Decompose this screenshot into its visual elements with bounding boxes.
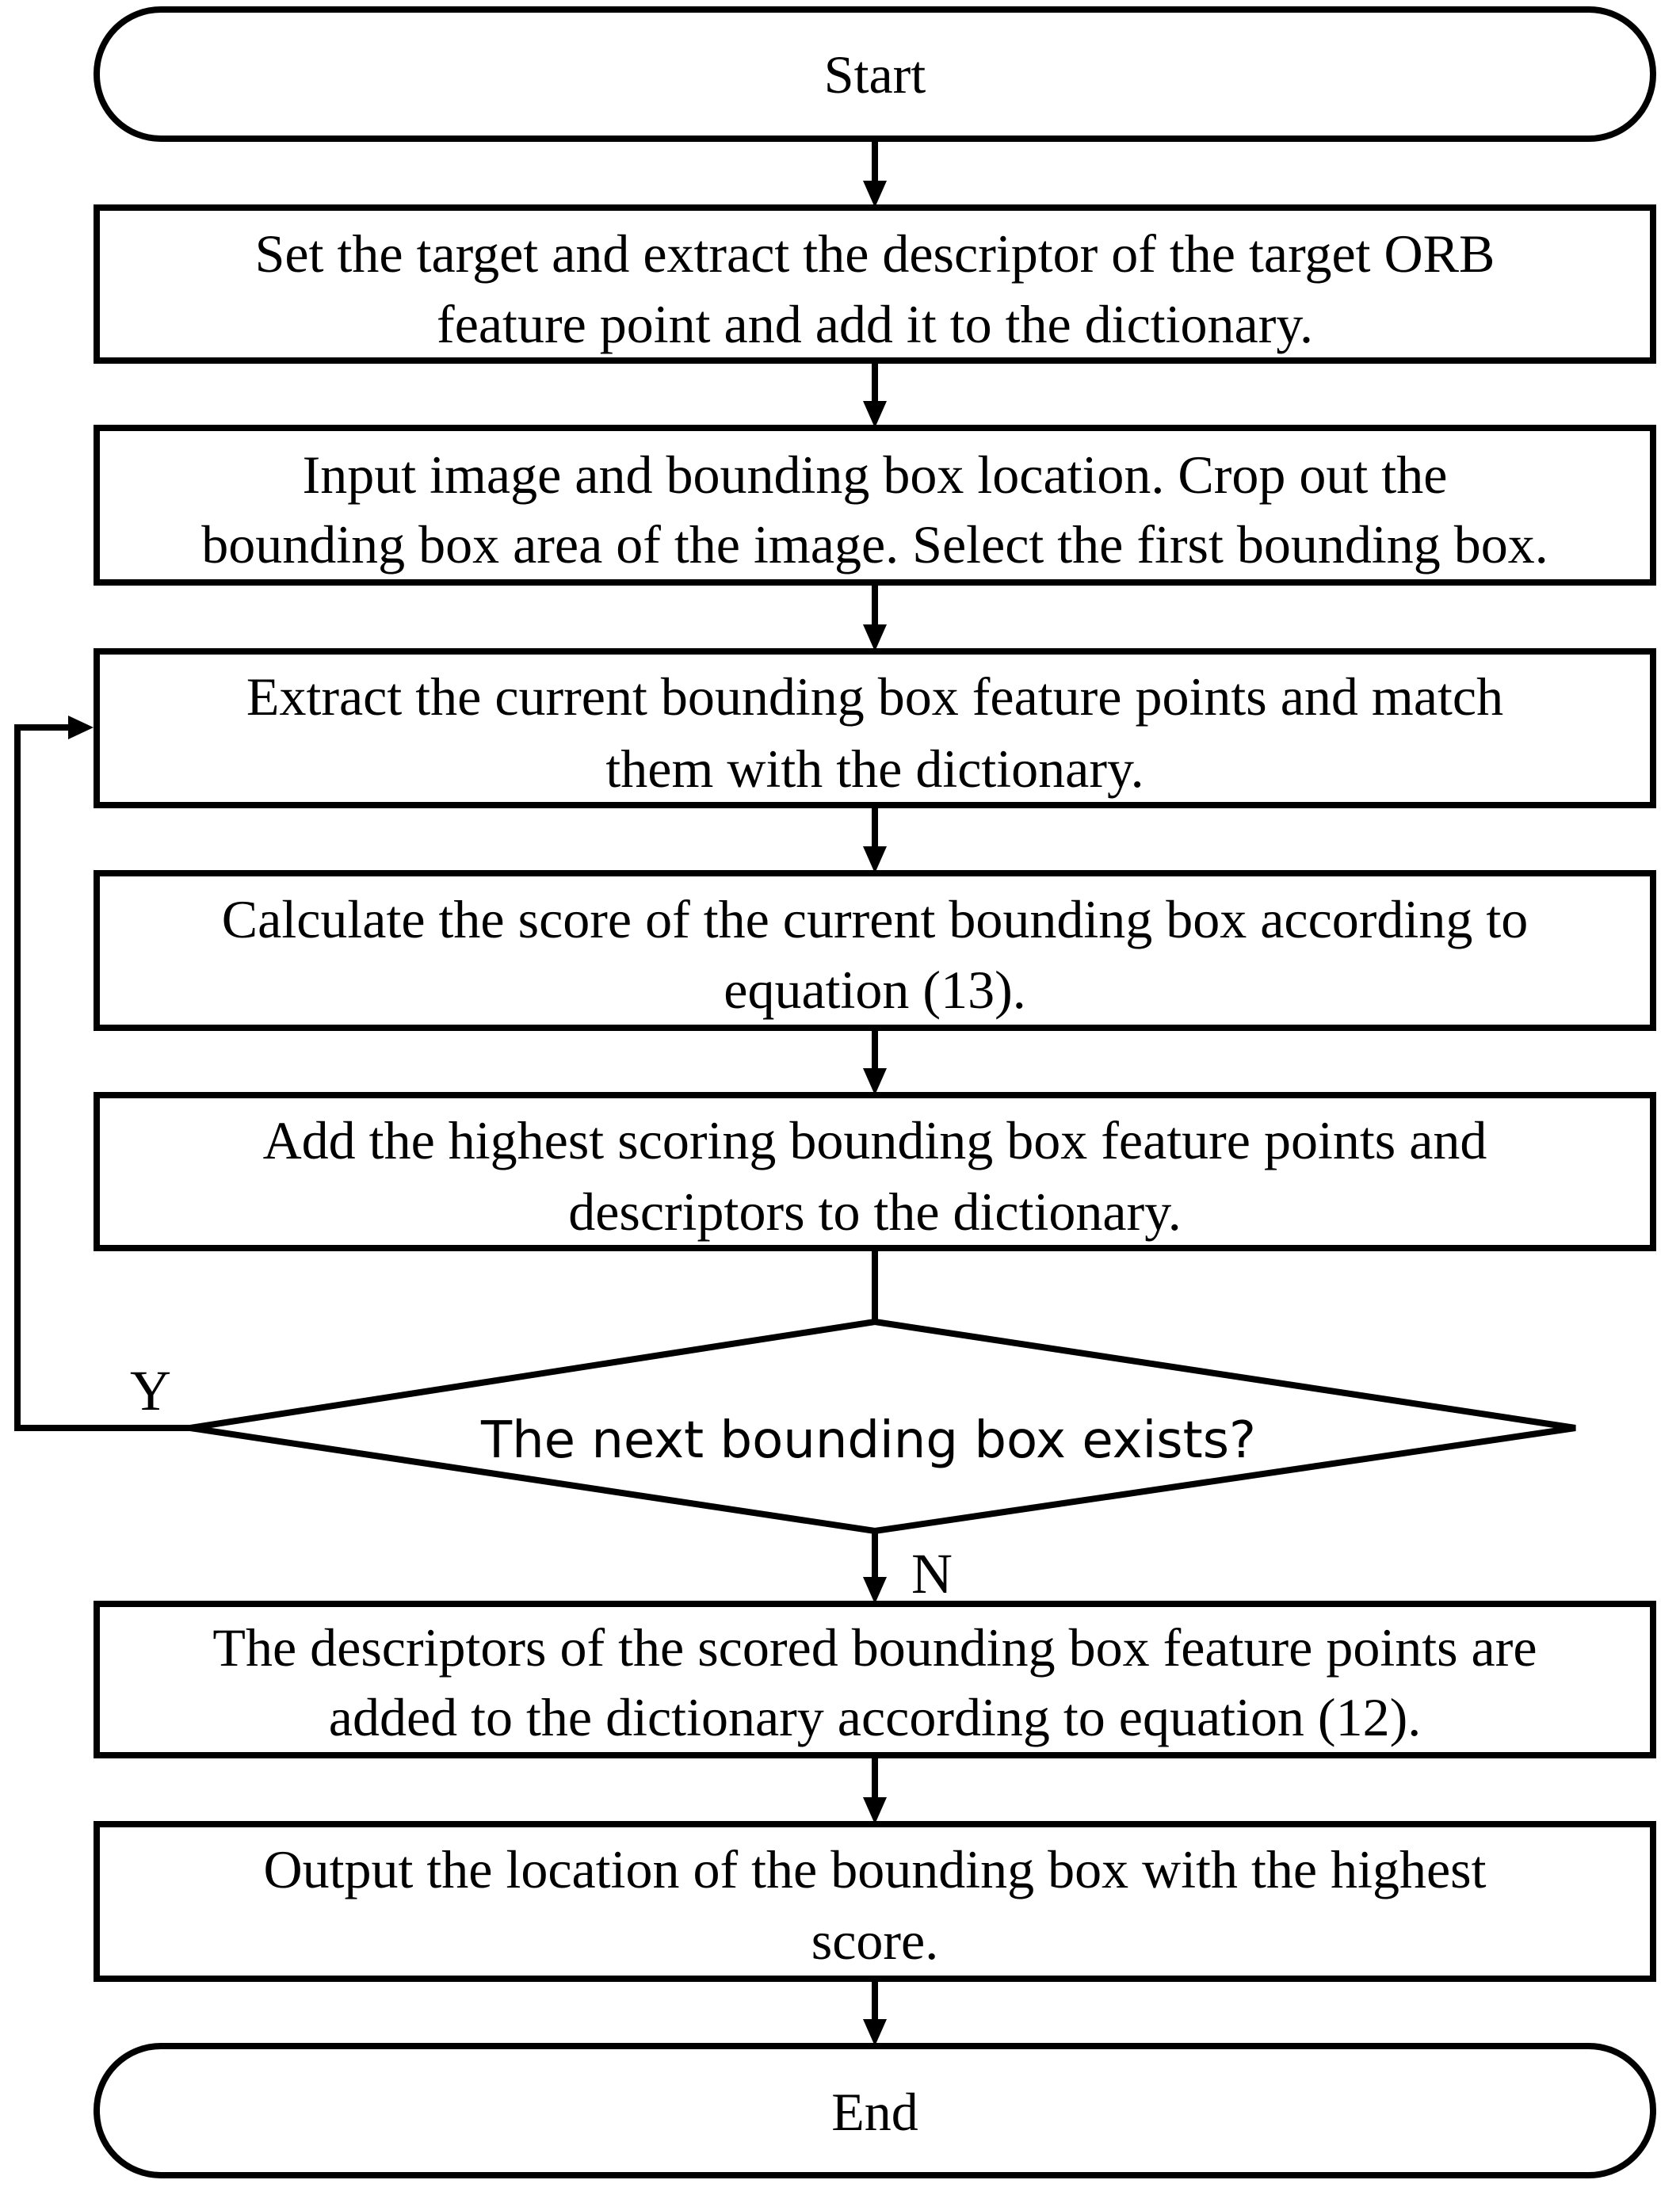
arrow-start-to-step1 [863,181,887,208]
step-descriptors-added: The descriptors of the scored bounding b… [94,1601,1656,1758]
decision-next-bounding-box: The next bounding box exists? [189,1318,1576,1535]
edge-decision-yes-loop [14,724,190,1431]
arrow-step4-to-step5 [863,1068,887,1095]
step-calculate-score: Calculate the score of the current bound… [94,870,1656,1031]
arrow-step2-to-step3 [863,624,887,651]
decision-label: The next bounding box exists? [480,1411,1256,1470]
step-output-location-line1: Output the location of the bounding box … [263,1839,1486,1899]
decision-no-label: N [911,1542,953,1605]
step-descriptors-added-line1: The descriptors of the scored bounding b… [212,1617,1537,1678]
step-add-highest-line1: Add the highest scoring bounding box fea… [263,1110,1487,1170]
step-set-target-line1: Set the target and extract the descripto… [255,223,1495,284]
step-extract-features-line1: Extract the current bounding box feature… [246,666,1503,727]
step-set-target: Set the target and extract the descripto… [94,204,1656,364]
step-add-highest-line2: descriptors to the dictionary. [568,1182,1182,1242]
connectors [14,139,887,2046]
end-label: End [831,2082,918,2142]
arrow-decision-no-to-step6 [863,1577,887,1604]
arrow-step6-to-step7 [863,1797,887,1824]
step-set-target-line2: feature point and add it to the dictiona… [437,294,1313,354]
step-add-highest: Add the highest scoring bounding box fea… [94,1092,1656,1251]
arrow-step7-to-end [863,2019,887,2046]
arrow-step1-to-step2 [863,401,887,428]
step-extract-features: Extract the current bounding box feature… [94,648,1656,808]
step-extract-features-line2: them with the dictionary. [605,739,1144,799]
start-label: Start [824,44,926,105]
step-input-image-line1: Input image and bounding box location. C… [303,445,1448,505]
decision-yes-label: Y [130,1359,171,1422]
step-calculate-score-line1: Calculate the score of the current bound… [222,889,1528,949]
arrow-decision-yes-loop [68,716,94,739]
step-output-location: Output the location of the bounding box … [94,1821,1656,1982]
step-descriptors-added-line2: added to the dictionary according to equ… [329,1687,1421,1747]
step-output-location-line2: score. [811,1911,938,1971]
end-terminator: End [94,2043,1656,2178]
step-calculate-score-line2: equation (13). [724,960,1025,1020]
step-input-image: Input image and bounding box location. C… [94,425,1656,586]
step-input-image-line2: bounding box area of the image. Select t… [201,514,1548,575]
arrow-step3-to-step4 [863,846,887,873]
start-terminator: Start [94,6,1656,142]
